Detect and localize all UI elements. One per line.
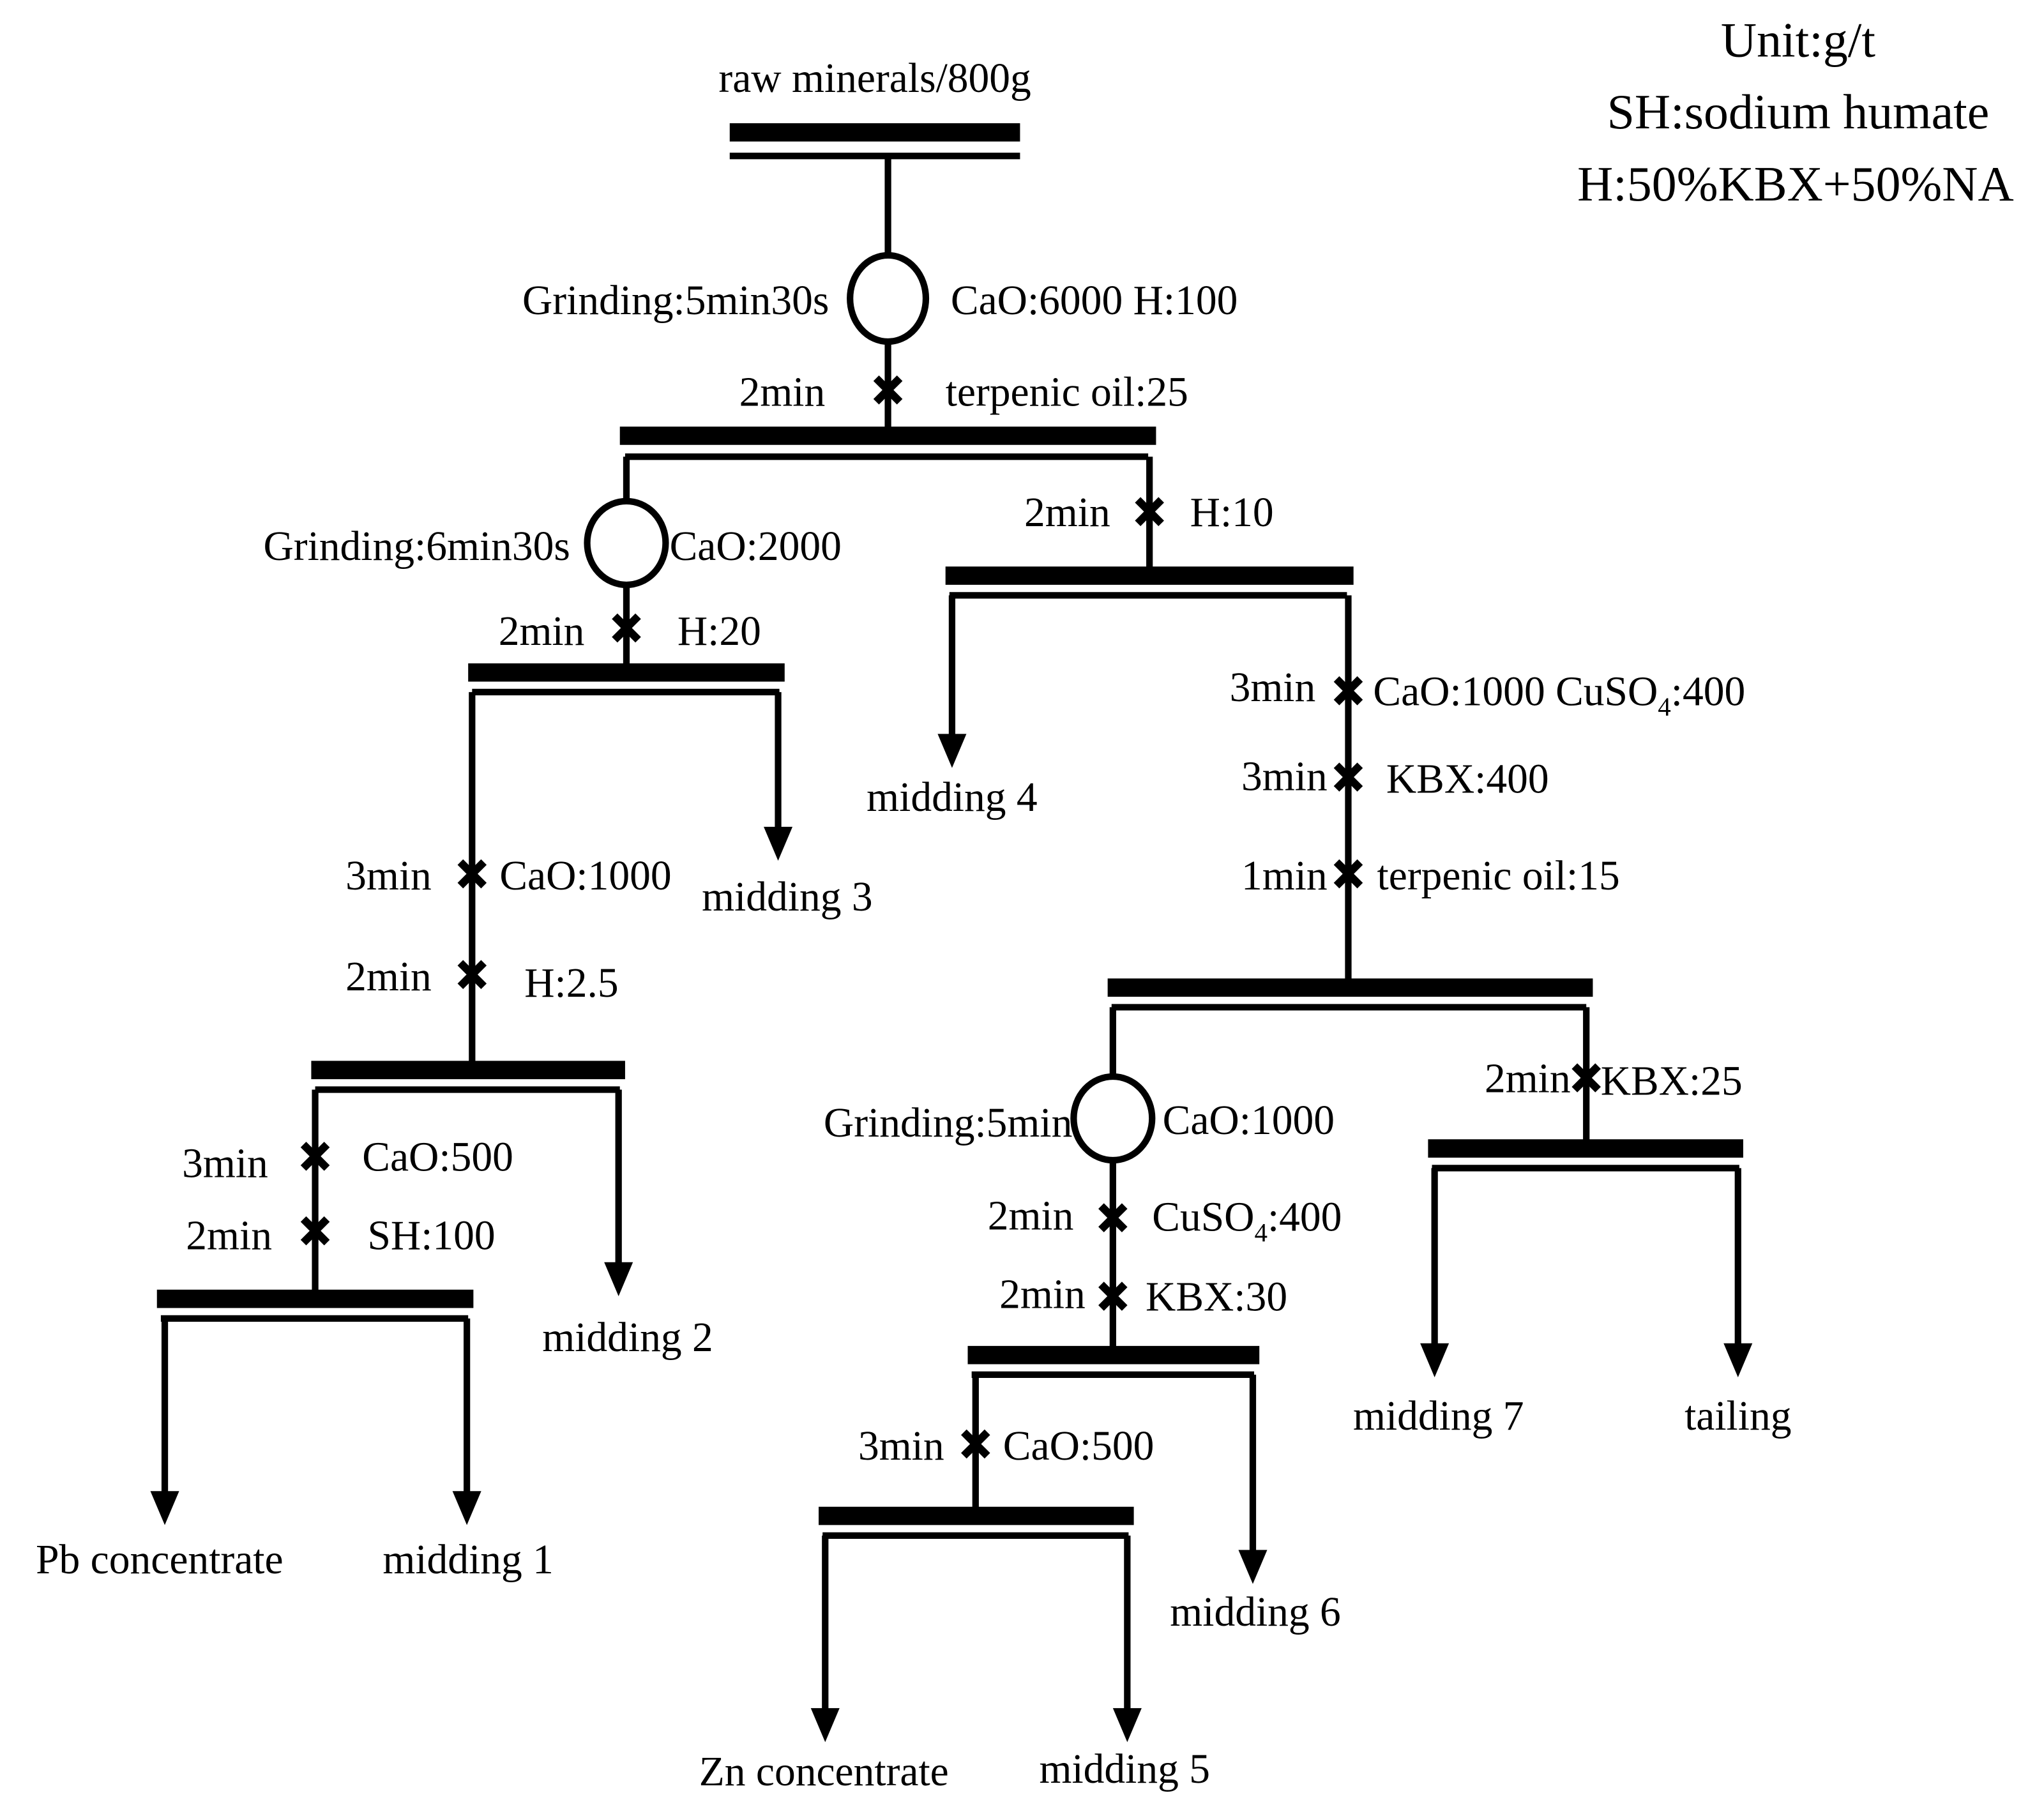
scavenger-time: 2min [1024,490,1110,536]
conditioning-cross-5 [300,1142,330,1171]
midding-5: midding 5 [1039,1746,1210,1792]
lead-grinding: Grinding:6min30s [263,524,570,570]
lead-cond-reagent: H:20 [678,609,761,654]
midding-6: midding 6 [1170,1589,1341,1635]
lead-clean4-time: 2min [186,1213,272,1259]
zinc-r1: CaO:1000 CuSO4:400 [1373,669,1745,721]
stage1-cond-reagent: terpenic oil:25 [946,369,1188,415]
zinc-scav-reagent: KBX:25 [1601,1059,1743,1105]
lead-clean3-reagent: CaO:500 [362,1134,513,1180]
conditioning-cross-2 [612,613,641,643]
zinc-scav-time: 2min [1485,1056,1571,1102]
stage1-cond-time: 2min [739,369,826,415]
midding-1: midding 1 [382,1537,554,1583]
zinc-t3: 1min [1241,853,1328,899]
conditioning-cross-8 [1333,676,1363,706]
conditioning-cross-3 [457,859,487,889]
zinc-t5: 2min [999,1271,1086,1317]
zinc-t2: 3min [1241,753,1328,799]
conditioning-cross-10 [1333,859,1363,889]
conditioning-cross-11 [1098,1203,1128,1232]
conditioning-cross-13 [961,1429,990,1459]
midding-7: midding 7 [1353,1393,1524,1439]
conditioning-cross-1 [873,375,903,405]
zinc-r5: KBX:30 [1146,1274,1287,1320]
lead-clean1-time: 3min [345,853,432,899]
lead-clean2-time: 2min [345,954,432,1000]
zinc-r3: terpenic oil:15 [1377,853,1620,899]
lead-clean3-time: 3min [182,1141,268,1187]
grinding-circle-3 [1070,1073,1156,1164]
scavenger-reagent: H:10 [1190,490,1274,536]
grinding-circle-1 [847,252,930,345]
conditioning-cross-7 [1135,497,1164,527]
lead-clean2-reagent: H:2.5 [524,960,618,1006]
pb-concentrate: Pb concentrate [36,1537,283,1583]
midding-4: midding 4 [867,775,1038,821]
zinc-r2: KBX:400 [1386,757,1549,803]
lead-grinding-reagent: CaO:2000 [670,524,842,570]
stage1-reagents: CaO:6000 H:100 [951,278,1238,324]
legend-unit: Unit:g/t [1721,13,1875,68]
zinc-grinding: Grinding:5min [824,1100,1072,1146]
lead-clean1-reagent: CaO:1000 [499,853,671,899]
zinc-t1: 3min [1230,665,1316,711]
legend-h-definition: H:50%KBX+50%NA [1577,156,2014,211]
lead-cond-time: 2min [499,609,585,654]
conditioning-cross-9 [1333,762,1363,792]
zinc-r4: CuSO4:400 [1152,1195,1342,1247]
feed-label: raw minerals/800g [718,56,1031,102]
stage1-grinding: Grinding:5min30s [522,278,829,324]
conditioning-cross-4 [457,960,487,990]
midding-3: midding 3 [702,874,873,920]
conditioning-cross-6 [300,1216,330,1246]
conditioning-cross-14 [1571,1063,1601,1093]
legend-sh-definition: SH:sodium humate [1607,84,1990,139]
midding-2: midding 2 [542,1315,713,1361]
zinc-t4: 2min [988,1193,1074,1239]
lead-clean4-reagent: SH:100 [367,1213,495,1259]
zinc-r6: CaO:500 [1003,1423,1154,1469]
zinc-t6: 3min [858,1423,944,1469]
tailing: tailing [1684,1393,1791,1439]
conditioning-cross-12 [1098,1282,1128,1311]
grinding-circle-2 [584,497,669,589]
zinc-grinding-reagent: CaO:1000 [1163,1098,1335,1144]
zn-concentrate: Zn concentrate [699,1749,949,1795]
